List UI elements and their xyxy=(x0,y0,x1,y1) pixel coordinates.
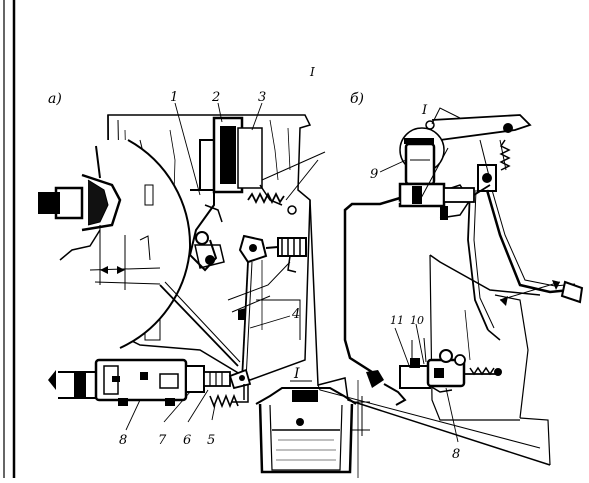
reservoir-detail-I xyxy=(255,380,370,478)
part-b-detail-label: I xyxy=(421,103,428,118)
slave-cylinder-b xyxy=(366,337,502,406)
part-a-label: а) xyxy=(48,91,62,107)
vehicle-body-b xyxy=(309,199,551,466)
leader-lines xyxy=(125,102,459,443)
detail-pointer-line-2 xyxy=(164,281,241,363)
master-cylinder-b xyxy=(398,107,491,220)
detail-label: I xyxy=(293,366,300,382)
callout-3: 3 xyxy=(258,90,266,105)
top-mark: I xyxy=(309,65,315,79)
callout-8-a: 8 xyxy=(119,433,127,448)
part-b-label: б) xyxy=(350,91,364,107)
callout-6: 6 xyxy=(183,433,191,448)
callout-9: 9 xyxy=(370,167,378,182)
return-spring-a xyxy=(247,151,326,215)
callout-5: 5 xyxy=(207,433,215,448)
clutch-pedal-b xyxy=(425,114,584,341)
clutch-housing-a xyxy=(188,116,263,272)
callout-7: 7 xyxy=(158,433,167,448)
callout-4: 4 xyxy=(291,307,300,322)
callout-11: 11 xyxy=(390,314,404,327)
callout-1: 1 xyxy=(170,90,178,105)
left-border xyxy=(3,0,16,478)
callout-10: 10 xyxy=(410,314,424,327)
callout-2: 2 xyxy=(211,90,220,105)
callout-8-b: 8 xyxy=(452,447,460,462)
detail-pointer-line xyxy=(159,284,239,367)
release-fork-lever xyxy=(227,234,307,381)
slave-cylinder-a xyxy=(48,358,252,409)
hydraulic-pipe-b xyxy=(343,196,401,374)
magnified-detail-circle xyxy=(20,139,192,349)
